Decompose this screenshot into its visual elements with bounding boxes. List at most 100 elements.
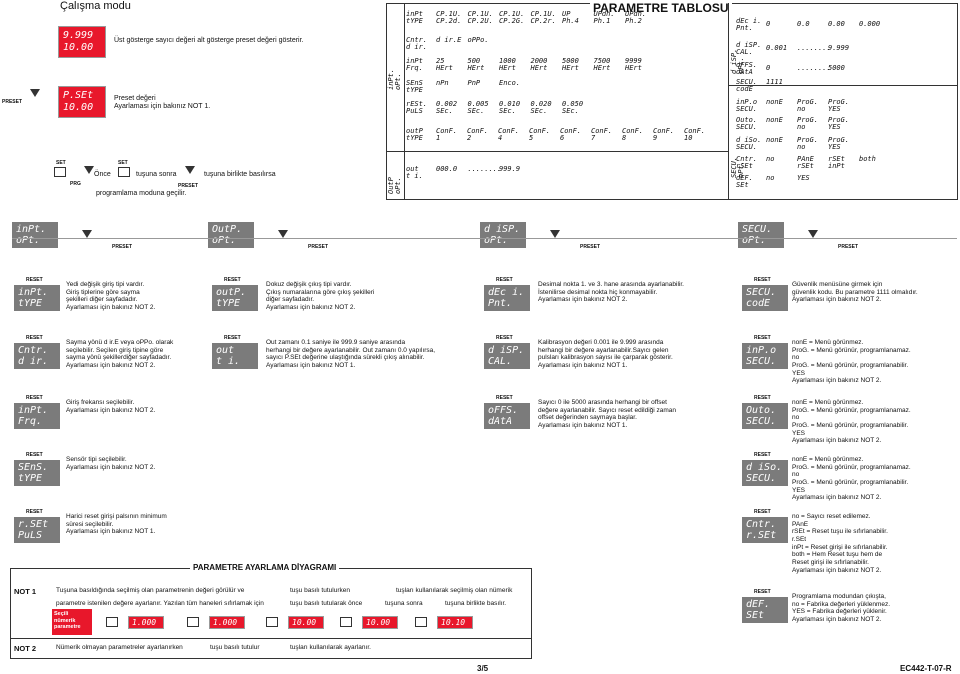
set-button-2[interactable] bbox=[118, 167, 130, 177]
tbl-value: 2000 HErt bbox=[530, 57, 548, 73]
col1-text-2: Giriş frekansı seçilebilir. Ayarlaması i… bbox=[66, 399, 156, 414]
seq-display-0: 1.000 bbox=[128, 616, 164, 629]
tbl-value: ConF. 8 bbox=[622, 127, 644, 143]
table-title: PARAMETRE TABLOSU bbox=[590, 1, 732, 15]
col1-text-3: Sensör tipi seçilebilir. Ayarlaması için… bbox=[66, 456, 156, 471]
col3-reset-2: RESET bbox=[496, 395, 513, 401]
col1-reset-0: RESET bbox=[26, 277, 43, 283]
tbl-lbl-inpt: inPt. oPt. bbox=[387, 68, 403, 90]
tbl-dvalue: 9.999 bbox=[828, 44, 850, 52]
col4-reset-3: RESET bbox=[754, 452, 771, 458]
down-arrow-icon bbox=[185, 166, 195, 174]
tbl-dvalue: ........ bbox=[797, 44, 831, 52]
tbl-value: ConF. 6 bbox=[560, 127, 582, 143]
nav-0[interactable]: inPt. oPt. bbox=[12, 222, 58, 248]
seq-display-3: 10.00 bbox=[362, 616, 398, 629]
col4-reset-4: RESET bbox=[754, 509, 771, 515]
tbl-value: 000.0 bbox=[436, 165, 458, 173]
col1-display-0[interactable]: inPt. tYPE bbox=[14, 285, 60, 311]
col3-text-0: Desimal nokta 1. ve 3. hane arasında aya… bbox=[538, 281, 684, 304]
tbl-value: UP Ph.4 bbox=[562, 10, 579, 26]
page-number: 3/5 bbox=[477, 664, 489, 673]
tbl-value: 5000 HErt bbox=[562, 57, 579, 73]
seq-set-button-3[interactable] bbox=[340, 617, 352, 627]
not1-b: tuşu basılı tutulurken bbox=[290, 587, 350, 594]
col2-display-1[interactable]: out t i. bbox=[212, 343, 258, 369]
tbl-value: CP.1U. CP.2d. bbox=[436, 10, 462, 26]
col1-display-3[interactable]: SEnS. tYPE bbox=[14, 460, 60, 486]
tbl-svalue: ProG. YES bbox=[828, 116, 850, 132]
col3-display-2[interactable]: oFFS. dAtA bbox=[484, 403, 530, 429]
tbl-sparam-2: Outo. SECU. bbox=[736, 116, 758, 132]
tbl-sparam-0: SECU. codE bbox=[736, 78, 758, 94]
tbl-param-2: inPt Frq. bbox=[406, 57, 423, 73]
seq-set-button-0[interactable] bbox=[106, 617, 118, 627]
tbl-lbl-outp: OutP oPt. bbox=[387, 177, 403, 194]
col1-display-2[interactable]: inPt. Frq. bbox=[14, 403, 60, 429]
seq-set-button-1[interactable] bbox=[187, 617, 199, 627]
tbl-value: ConF. 2 bbox=[467, 127, 489, 143]
tbl-value: 9999 HErt bbox=[625, 57, 642, 73]
nav-line bbox=[12, 238, 957, 239]
tbl-value: PnP bbox=[467, 79, 481, 87]
seq-set-button-2[interactable] bbox=[266, 617, 278, 627]
tbl-svalue: no bbox=[766, 155, 775, 163]
tbl-value: oPPo. bbox=[467, 36, 489, 44]
tbl-value: ConF. 9 bbox=[653, 127, 675, 143]
tbl-value: d ir.E bbox=[436, 36, 462, 44]
tbl-value: ConF. 4 bbox=[498, 127, 520, 143]
set2-label: SET bbox=[118, 160, 128, 166]
diagram-title: PARAMETRE AYARLAMA DİYAGRAMI bbox=[190, 563, 340, 572]
nav-down-arrow-icon-0 bbox=[82, 230, 92, 238]
nav-down-arrow-icon-2 bbox=[550, 230, 560, 238]
tbl-value: 0.010 SEc. bbox=[499, 100, 521, 116]
preset2-label: PRESET bbox=[178, 183, 199, 189]
tbl-value: 0.020 SEc. bbox=[530, 100, 552, 116]
seq-display-4: 10.10 bbox=[437, 616, 473, 629]
tbl-value: UPdn. Ph.1 bbox=[593, 10, 615, 26]
tbl-value: 0.005 SEc. bbox=[467, 100, 489, 116]
seq-set-button-4[interactable] bbox=[415, 617, 427, 627]
diagram-hline bbox=[10, 638, 532, 639]
col1-reset-4: RESET bbox=[26, 509, 43, 515]
nav-2[interactable]: d iSP. oPt. bbox=[480, 222, 526, 248]
tbl-dvalue: 5000 bbox=[828, 64, 845, 72]
table-divider bbox=[728, 3, 729, 200]
tbl-dvalue: 0 bbox=[766, 20, 771, 28]
nav-down-arrow-icon-1 bbox=[278, 230, 288, 238]
tbl-value: ConF. 5 bbox=[529, 127, 551, 143]
not1-e: tuşu basılı tutularak önce bbox=[290, 600, 363, 607]
nav-1[interactable]: OutP. oPt. bbox=[208, 222, 254, 248]
col3-display-0[interactable]: dEc i. Pnt. bbox=[484, 285, 530, 311]
tbl-param-0: inPt tYPE bbox=[406, 10, 423, 26]
tbl-value: CP.1U. CP.2U. bbox=[467, 10, 493, 26]
col1-display-1[interactable]: Cntr. d ir. bbox=[14, 343, 60, 369]
tbl-param-4: rESt. PuLS bbox=[406, 100, 428, 116]
col3-display-1[interactable]: d iSP. CAL. bbox=[484, 343, 530, 369]
col1-text-0: Yedi değişik giriş tipi vardır. Giriş ti… bbox=[66, 281, 156, 311]
tbl-sparam-3: d iSo. SECU. bbox=[736, 136, 762, 152]
col4-display-2[interactable]: Outo. SECU. bbox=[742, 403, 788, 429]
mode-text2: Preset değeri Ayarlaması için bakınız NO… bbox=[114, 95, 211, 111]
entry-together: tuşuna birlikte basılırsa bbox=[204, 171, 276, 178]
col4-display-1[interactable]: inP.o SECU. bbox=[742, 343, 788, 369]
table-hline-2 bbox=[728, 85, 958, 86]
col4-display-5[interactable]: dEF. SEt bbox=[742, 597, 788, 623]
col4-display-4[interactable]: Cntr. r.SEt bbox=[742, 517, 788, 543]
tbl-svalue: ProG. no bbox=[797, 136, 819, 152]
set-button[interactable] bbox=[54, 167, 66, 177]
col4-display-0[interactable]: SECU. codE bbox=[742, 285, 788, 311]
tbl-dvalue: 0.00 bbox=[828, 20, 845, 28]
preset-arrow-icon bbox=[30, 89, 40, 97]
tbl-value: 999.9 bbox=[499, 165, 521, 173]
col2-display-0[interactable]: outP. tYPE bbox=[212, 285, 258, 311]
tbl-svalue: both bbox=[859, 155, 876, 163]
col1-display-4[interactable]: r.SEt PuLS bbox=[14, 517, 60, 543]
tbl-sparam-1: inP.o SECU. bbox=[736, 98, 758, 114]
col4-reset-1: RESET bbox=[754, 335, 771, 341]
nav-3[interactable]: SECU. oPt. bbox=[738, 222, 784, 248]
tbl-value: CP.1U. CP.2r. bbox=[530, 10, 556, 26]
tbl-svalue: ProG. YES bbox=[828, 136, 850, 152]
tbl-dvalue: 0 bbox=[766, 64, 771, 72]
col4-display-3[interactable]: d iSo. SECU. bbox=[742, 460, 788, 486]
